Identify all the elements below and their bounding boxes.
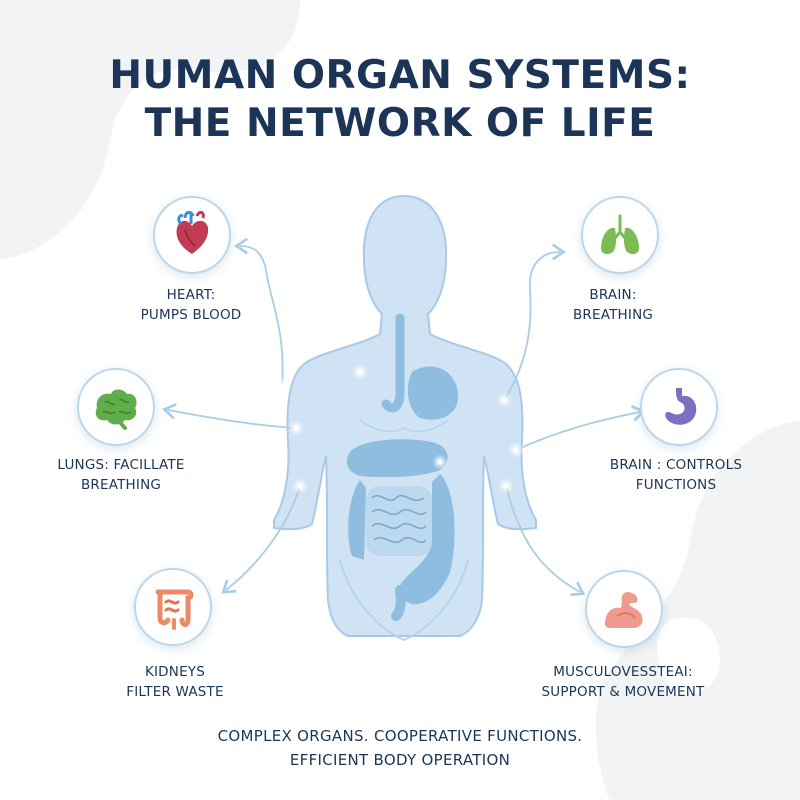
stomach-icon: [665, 388, 697, 425]
kidneys-node: [134, 568, 212, 646]
muscle-arm-icon: [605, 592, 643, 628]
heart-icon: [176, 210, 209, 254]
connector-brain-breathing: [503, 243, 567, 401]
lungs-icon: [601, 214, 639, 255]
footer-line-2: EFFICIENT BODY OPERATION: [289, 751, 511, 769]
heart-node: [153, 196, 231, 274]
kidneys-label: KIDNEYS FILTER WASTE: [126, 664, 224, 700]
brain-controls-label: BRAIN : CONTROLS FUNCTIONS: [609, 457, 743, 493]
brain-controls-node: [640, 368, 718, 446]
musculo-node: [585, 570, 663, 648]
page-title: HUMAN ORGAN SYSTEMS: THE NETWORK OF LIFE: [0, 52, 800, 148]
lungs-label: LUNGS: FACILLATE BREATHING: [57, 457, 185, 493]
brain-breathing-node: [581, 196, 659, 274]
lungs-node: [77, 368, 155, 446]
brain-icon: [95, 389, 137, 430]
musculo-label: MUSCULOVESSTEAI: SUPPORT & MOVEMENT: [541, 664, 705, 700]
connector-heart: [233, 237, 284, 387]
body-silhouette: [273, 194, 537, 637]
connector-kidneys: [221, 485, 301, 594]
title-line-2: THE NETWORK OF LIFE: [144, 101, 656, 146]
footer-tagline: COMPLEX ORGANS. COOPERATIVE FUNCTIONS. E…: [0, 724, 800, 772]
intestine-icon: [155, 589, 194, 630]
connector-lungs: [162, 403, 297, 429]
footer-line-1: COMPLEX ORGANS. COOPERATIVE FUNCTIONS.: [217, 727, 583, 745]
title-line-1: HUMAN ORGAN SYSTEMS:: [109, 53, 691, 98]
brain-breathing-label: BRAIN: BREATHING: [572, 287, 654, 323]
heart-label: HEART: PUMPS BLOOD: [140, 287, 242, 323]
connector-brain-controls: [515, 405, 646, 451]
connector-musculo: [505, 485, 586, 597]
